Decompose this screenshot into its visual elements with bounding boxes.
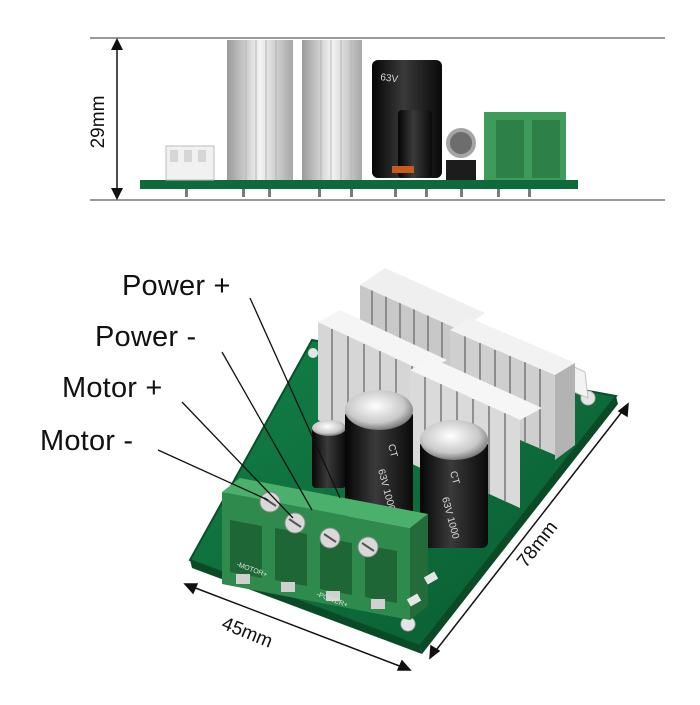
capacitor-small [312,420,346,488]
callout-motor-minus: Motor - [40,425,134,457]
side-potentiometer [446,128,476,158]
callout-power-plus: Power + [122,270,231,302]
terminal-screw [357,536,379,558]
side-pcb [140,180,578,189]
capacitor-large-2: CT 63V 1000 [420,420,488,548]
terminal-screw [319,527,341,549]
terminal-screw [284,512,306,534]
capacitor-brand-mark: CT [385,443,399,459]
height-dimension-label: 29mm [88,96,109,149]
callout-power-minus: Power - [95,321,197,353]
callout-leader-lines [157,297,341,519]
dimension-arrow-78mm [429,402,629,660]
width-dimension-label: 45mm [219,613,276,652]
board-view: CT 63V 1000 CT 63V 1000 [157,268,629,671]
dimension-arrow-45mm [183,583,412,671]
callout-motor-plus: Motor + [62,372,163,404]
side-capacitor-small [398,110,432,178]
side-view: 63V 29mm [88,37,665,201]
capacitor-brand-mark: CT [447,470,461,486]
svg-text:63V: 63V [380,72,399,85]
capacitor-large-1: CT 63V 1000 [345,390,413,520]
side-heatsink-1 [227,40,293,180]
terminal-block [222,478,428,620]
side-heatsink-2 [302,40,362,180]
